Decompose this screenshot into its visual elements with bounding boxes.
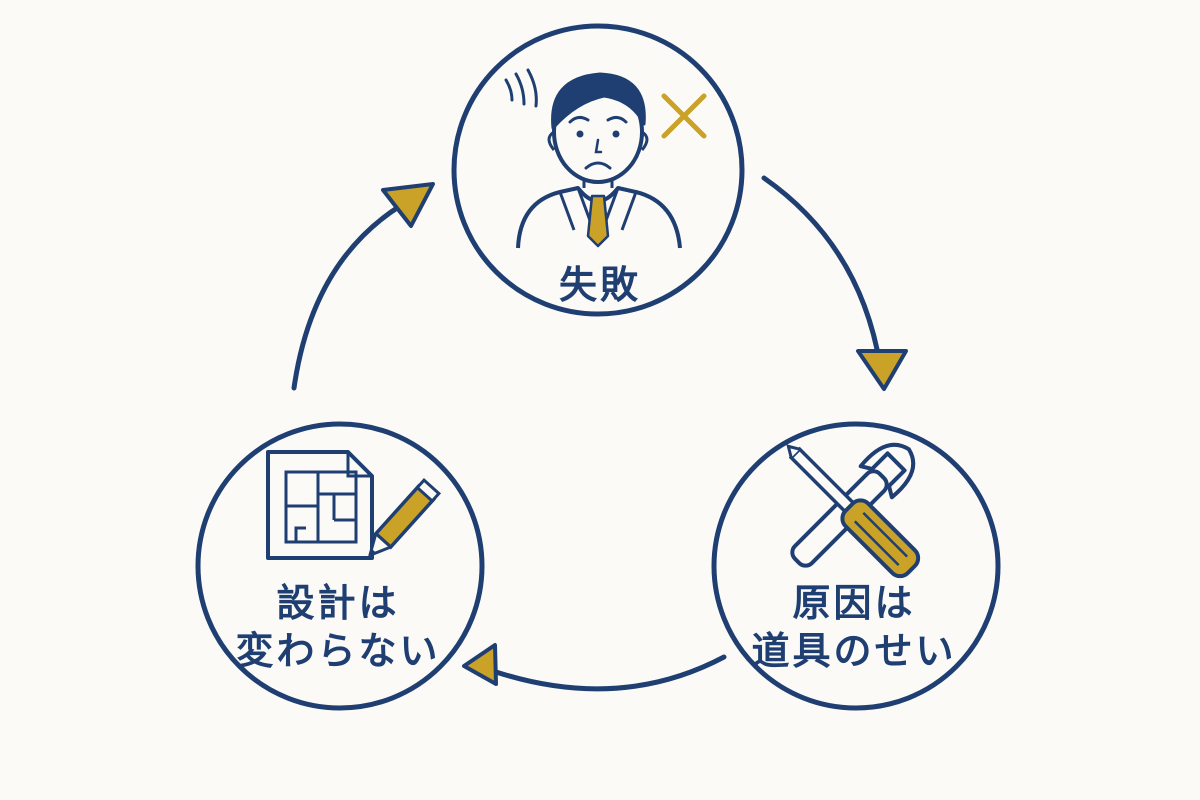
node-blame-tools-label-line2: 道具のせい	[751, 629, 956, 673]
node-design-unchanged: 設計は 変わらない	[195, 421, 485, 711]
node-blame-tools: 原因は 道具のせい	[711, 421, 1001, 711]
node-failure-label: 失敗	[559, 263, 641, 307]
arrowhead-design-to-failure	[381, 182, 435, 228]
arrowhead-failure-to-tools	[856, 349, 908, 391]
blueprint-pencil-icon	[266, 450, 442, 560]
worried-businessman-icon	[516, 72, 682, 249]
node-failure: 失敗	[451, 23, 745, 317]
arrow-design-to-failure	[291, 203, 403, 391]
arrowhead-tools-to-design	[462, 643, 498, 686]
arrow-tools-to-design	[493, 654, 727, 692]
wrench-screwdriver-icon	[786, 442, 921, 579]
cross-mark-icon	[661, 93, 707, 139]
node-blame-tools-label-line1: 原因は	[792, 581, 915, 625]
stress-lines-icon	[504, 68, 538, 108]
arrow-failure-to-tools	[761, 175, 883, 368]
node-blame-tools-circle	[711, 421, 1001, 711]
node-design-unchanged-label-line2: 変わらない	[235, 629, 440, 673]
node-design-unchanged-label-line1: 設計は	[276, 581, 399, 625]
